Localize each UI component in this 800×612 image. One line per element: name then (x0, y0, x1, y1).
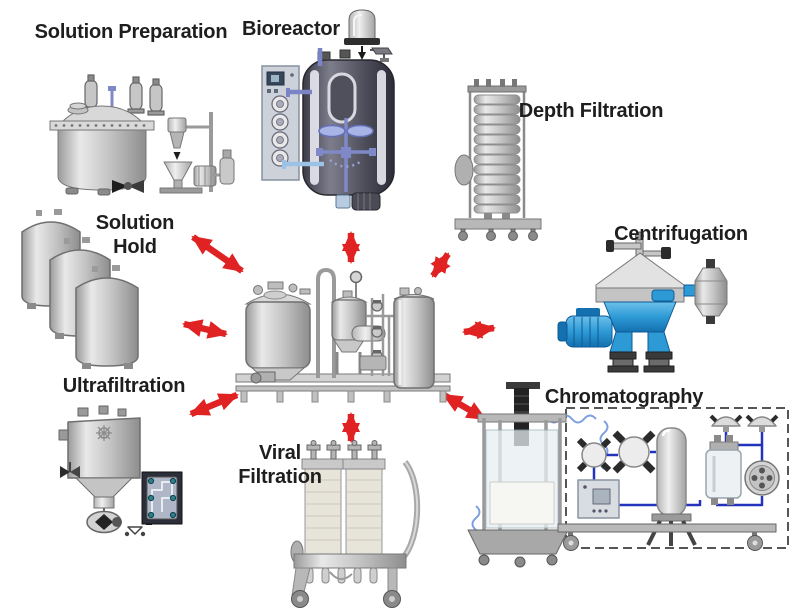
label-viral-filtration: Viral Filtration (238, 442, 322, 488)
uf-tank-and-cassette-icon (58, 405, 183, 537)
filter-cart-icon (290, 440, 421, 608)
flow-arrows (182, 231, 496, 443)
mixing-tank-with-filters-icon (49, 74, 235, 196)
arrow-northeast (430, 252, 451, 278)
label-depth-filtration: Depth Filtration (518, 100, 664, 122)
label-bioreactor: Bioreactor (241, 18, 341, 40)
arrow-east (462, 320, 496, 340)
label-centrifugation: Centrifugation (614, 223, 748, 245)
arrow-southwest (189, 391, 239, 418)
label-solution-preparation: Solution Preparation (34, 21, 228, 43)
arrow-northwest (191, 234, 244, 274)
label-chromatography: Chromatography (544, 386, 704, 408)
disc-stack-centrifuge-icon (557, 231, 728, 373)
three-hold-tanks-icon (21, 209, 139, 369)
chromatography-skid-icon (467, 382, 789, 568)
label-solution-hold: Solution Hold (95, 212, 175, 258)
label-ultrafiltration: Ultrafiltration (62, 375, 186, 397)
bioreactor-tank-with-control-cabinet-icon (261, 9, 395, 211)
process-skid-illustration (235, 267, 451, 403)
stacked-disc-filter-column-icon (454, 79, 542, 241)
arrow-west (182, 319, 228, 339)
